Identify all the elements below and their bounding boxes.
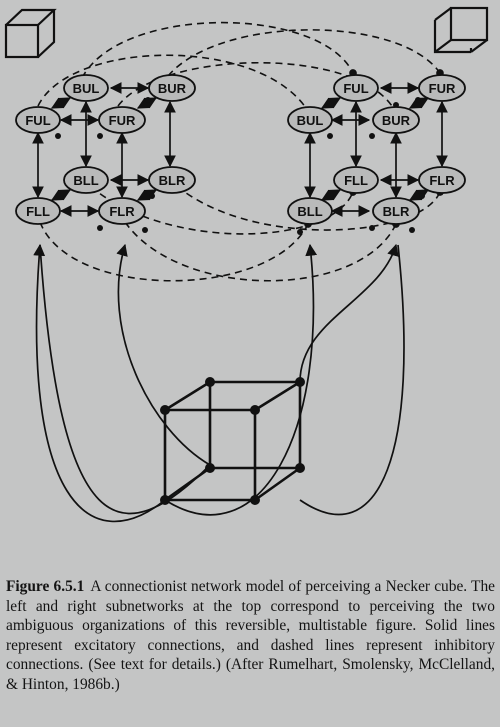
left-cube-icon [4, 8, 57, 59]
right-excitatory-connections [304, 82, 448, 217]
network-diagram: BUL BUR FUL FUR BLL BLR FLL FLR FUL FUR … [4, 6, 489, 523]
node-right-ful: FUL [333, 74, 379, 102]
node-left-fur: FUR [98, 106, 146, 134]
svg-text:BUL: BUL [297, 113, 324, 128]
node-right-fur: FUR [418, 74, 466, 102]
right-network-nodes: FUL FUR BUL BUR FLL FLR BLL BLR [287, 74, 466, 225]
within-network-inhibition-dots [55, 97, 425, 235]
svg-text:FUR: FUR [429, 81, 456, 96]
node-left-blr: BLR [148, 166, 196, 194]
svg-text:FUL: FUL [343, 81, 368, 96]
node-left-bll: BLL [63, 166, 109, 194]
node-right-blr: BLR [372, 197, 420, 225]
node-left-fll: FLL [15, 197, 61, 225]
svg-text:BUR: BUR [382, 113, 411, 128]
left-excitatory-connections [32, 82, 176, 217]
stimulus-cube-vertices [160, 377, 305, 505]
svg-text:BUL: BUL [73, 81, 100, 96]
node-right-bll: BLL [287, 197, 333, 225]
stimulus-connections [33, 243, 405, 523]
svg-text:FLL: FLL [344, 173, 368, 188]
svg-text:BLL: BLL [73, 173, 98, 188]
node-right-bur: BUR [372, 106, 420, 134]
node-left-flr: FLR [98, 197, 146, 225]
left-network-nodes: BUL BUR FUL FUR BLL BLR FLL FLR [15, 74, 196, 225]
node-right-bul: BUL [287, 106, 333, 134]
svg-text:FLR: FLR [429, 173, 455, 188]
node-left-ful: FUL [15, 106, 61, 134]
svg-text:BLR: BLR [383, 204, 410, 219]
node-right-flr: FLR [418, 166, 466, 194]
svg-text:BLR: BLR [159, 173, 186, 188]
node-right-fll: FLL [333, 166, 379, 194]
node-left-bur: BUR [148, 74, 196, 102]
svg-text:BLL: BLL [297, 204, 322, 219]
svg-text:BUR: BUR [158, 81, 187, 96]
figure-number: Figure 6.5.1 [6, 578, 85, 595]
svg-text:FLR: FLR [109, 204, 135, 219]
inhibitory-connections [37, 21, 444, 282]
stimulus-necker-cube [163, 380, 302, 502]
svg-text:FUL: FUL [25, 113, 50, 128]
caption-text: A connectionist network model of perceiv… [6, 578, 495, 693]
svg-text:FLL: FLL [26, 204, 50, 219]
node-left-bul: BUL [63, 74, 109, 102]
right-cube-icon [433, 6, 489, 54]
svg-text:FUR: FUR [109, 113, 136, 128]
